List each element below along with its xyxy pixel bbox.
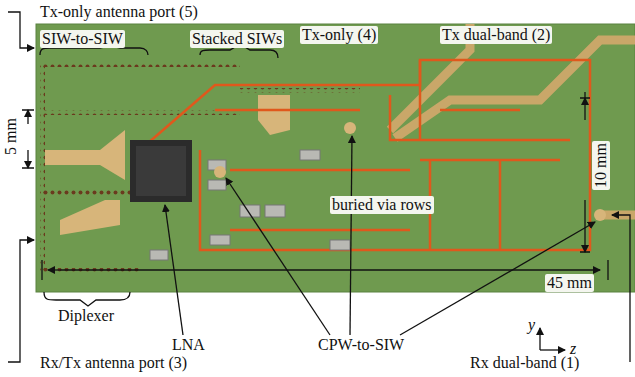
- part-name: LNA: [172, 336, 205, 354]
- dimension: 45 mm: [545, 274, 594, 292]
- part-name: Diplexer: [58, 307, 114, 325]
- port-label: Rx/Tx antenna port (3): [40, 354, 187, 372]
- part-name: buried via rows: [330, 196, 434, 214]
- port-label: Tx-only antenna port (5): [40, 3, 198, 21]
- port-label: Tx-only (4): [300, 26, 378, 44]
- axis-label: y: [528, 316, 535, 334]
- port-label: Rx dual-band (1): [470, 354, 579, 372]
- part-name: SIW-to-SIW: [40, 30, 125, 48]
- dimension: 10 mm: [592, 141, 610, 190]
- part-name: CPW-to-SIW: [318, 336, 404, 354]
- part-name: Stacked SIWs: [190, 30, 284, 48]
- port-label: Tx dual-band (2): [440, 26, 552, 44]
- dimension: 5 mm: [2, 118, 20, 155]
